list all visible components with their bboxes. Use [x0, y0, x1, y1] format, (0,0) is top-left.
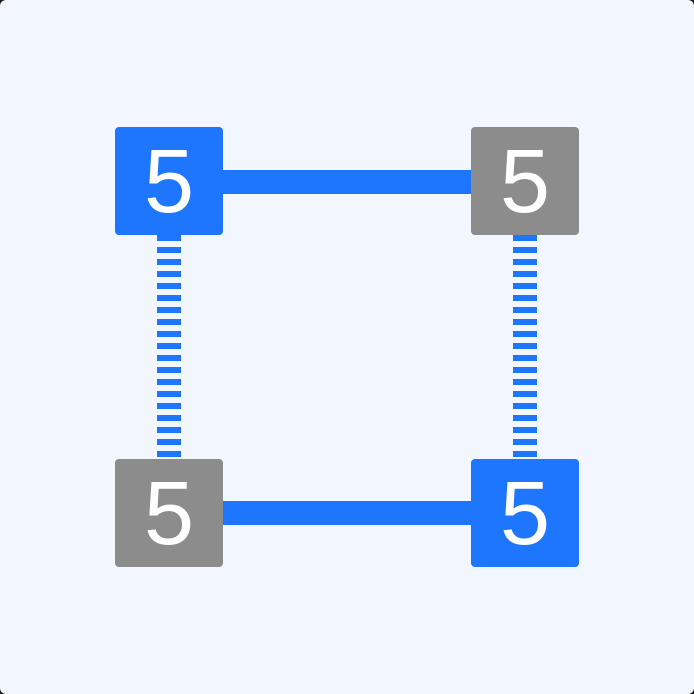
node-value: 5 — [143, 464, 195, 564]
node-value: 5 — [499, 132, 551, 232]
edge-left-dashed — [157, 235, 181, 459]
node-bottom-left[interactable]: 5 — [115, 459, 223, 567]
node-bottom-right[interactable]: 5 — [471, 459, 579, 567]
node-value: 5 — [499, 464, 551, 564]
node-top-right[interactable]: 5 — [471, 127, 579, 235]
edge-top-solid — [222, 170, 472, 194]
edge-right-dashed — [513, 235, 537, 459]
node-value: 5 — [143, 132, 195, 232]
node-top-left[interactable]: 5 — [115, 127, 223, 235]
edge-bottom-solid — [222, 501, 472, 525]
